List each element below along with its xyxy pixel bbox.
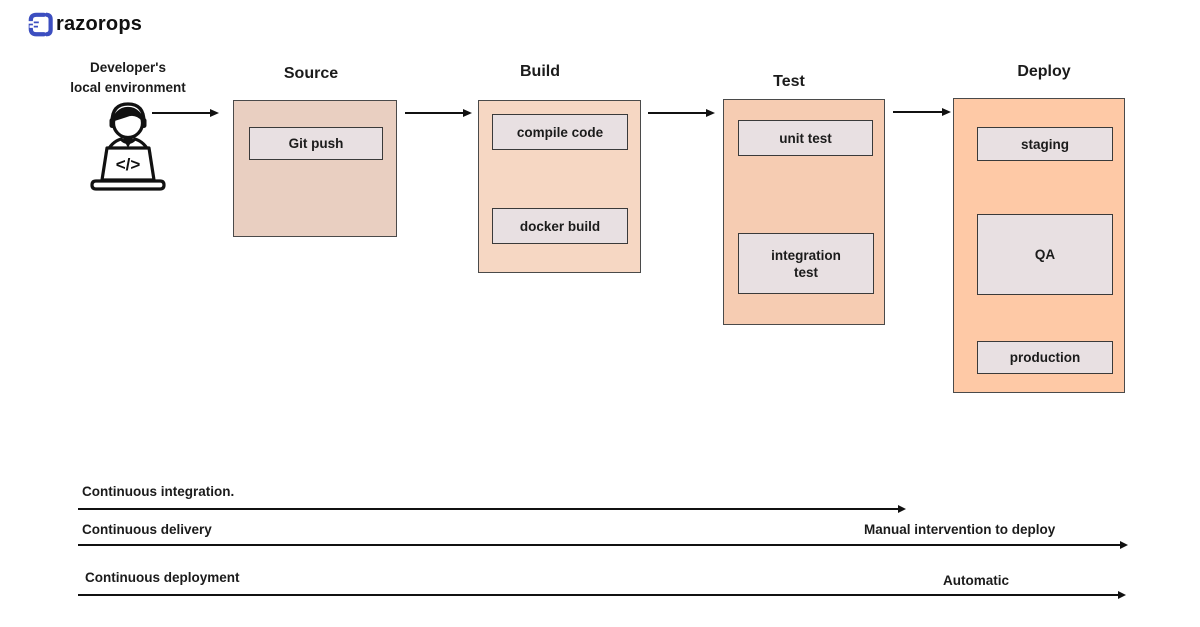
label-continuous-delivery: Continuous delivery (82, 522, 212, 537)
razorops-brackets-icon (27, 11, 54, 38)
arrow-build-to-test (648, 112, 706, 115)
arrow-test-to-deploy (893, 111, 942, 114)
stage-box-build: compile code docker build (478, 100, 641, 273)
stage-box-source: Git push (233, 100, 397, 237)
stage-title-build: Build (520, 63, 560, 80)
task-git-push: Git push (249, 127, 383, 160)
stage-box-deploy: staging QA production (953, 98, 1125, 393)
arrow-source-to-build (405, 112, 463, 115)
stage-title-deploy: Deploy (1017, 63, 1071, 80)
razorops-logo: razorops (27, 11, 142, 38)
logo-text: razorops (56, 13, 143, 35)
stage-box-test: unit test integration test (723, 99, 885, 325)
label-continuous-deployment: Continuous deployment (85, 570, 240, 585)
task-staging: staging (977, 127, 1113, 161)
arrow-continuous-delivery (78, 544, 1120, 547)
task-qa: QA (977, 214, 1113, 295)
developer-laptop-icon: </> (78, 96, 178, 201)
code-glyph: </> (116, 155, 141, 174)
task-docker-build: docker build (492, 208, 628, 244)
task-unit-test: unit test (738, 120, 873, 156)
label-automatic: Automatic (943, 573, 1010, 588)
stage-title-test: Test (773, 73, 805, 90)
stage-title-source: Source (283, 65, 339, 82)
task-compile-code: compile code (492, 114, 628, 150)
label-continuous-integration: Continuous integration. (82, 484, 235, 499)
developer-environment-label: Developer's local environment (70, 60, 186, 95)
arrow-continuous-deployment (78, 594, 1118, 597)
task-integration-test: integration test (738, 233, 874, 294)
arrow-continuous-integration (78, 508, 898, 511)
label-manual-intervention: Manual intervention to deploy (864, 522, 1056, 537)
arrow-dev-to-source (152, 112, 210, 115)
task-production: production (977, 341, 1113, 374)
